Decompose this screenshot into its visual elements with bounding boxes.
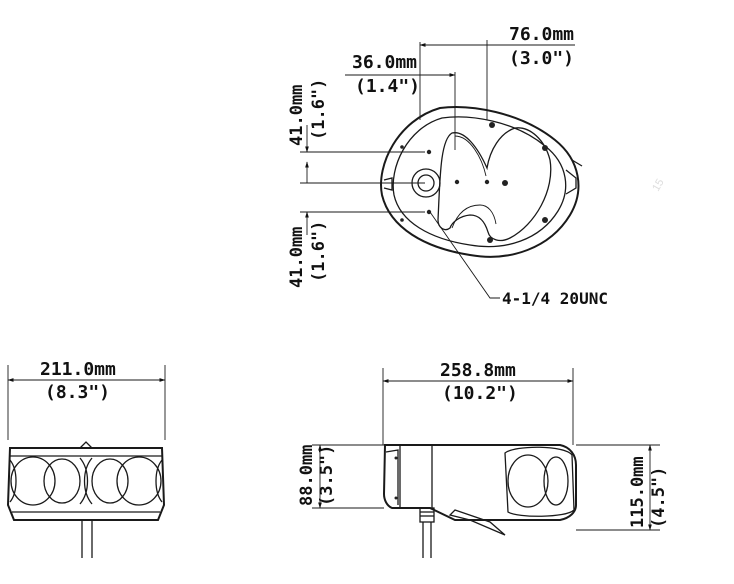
dim-41-lower-in: (1.6") <box>309 221 329 282</box>
dim-76-in: (3.0") <box>509 48 574 69</box>
front-dim-in: (8.3") <box>45 382 110 403</box>
side-body-height-in: (3.5") <box>317 445 337 506</box>
lens <box>10 456 56 506</box>
dim-36-in: (1.4") <box>355 76 420 97</box>
top-view: 36.0mm (1.4") 76.0mm (3.0") 41.0mm (1.6"… <box>287 24 667 308</box>
front-body-outline <box>6 447 166 521</box>
screw <box>542 145 548 151</box>
screw <box>502 180 508 186</box>
dim-41-upper-in: (1.6") <box>309 79 329 140</box>
front-view: 211.0mm (8.3") <box>6 359 166 558</box>
side-total-height-mm: 115.0mm <box>628 456 648 528</box>
front-dim-mm: 211.0mm <box>40 359 116 380</box>
screw <box>489 122 495 128</box>
side-body-height-mm: 88.0mm <box>297 445 317 506</box>
side-body-outline <box>382 444 577 521</box>
mount-hole <box>454 179 460 185</box>
dim-41-lower-mm: 41.0mm <box>287 227 307 288</box>
top-view-outline <box>380 106 580 258</box>
screw <box>542 217 548 223</box>
side-view: 258.8mm (10.2") 88.0mm (3.5") 115.0mm (4… <box>297 360 669 558</box>
side-dim-mm: 258.8mm <box>440 360 516 381</box>
thread-label: 4-1/4 20UNC <box>502 289 608 308</box>
mount-hole <box>426 209 432 215</box>
lens <box>91 458 129 504</box>
dim-36-mm: 36.0mm <box>352 52 417 73</box>
side-total-height-in: (4.5") <box>649 467 669 528</box>
watermark: 15 <box>650 177 667 194</box>
dim-41-upper-mm: 41.0mm <box>287 85 307 146</box>
side-lens <box>507 454 549 508</box>
side-dim-in: (10.2") <box>442 383 518 404</box>
screw <box>487 237 493 243</box>
dim-76-mm: 76.0mm <box>509 24 574 45</box>
side-connector <box>419 507 435 523</box>
mount-hole <box>484 179 490 185</box>
mount-hole <box>426 149 432 155</box>
